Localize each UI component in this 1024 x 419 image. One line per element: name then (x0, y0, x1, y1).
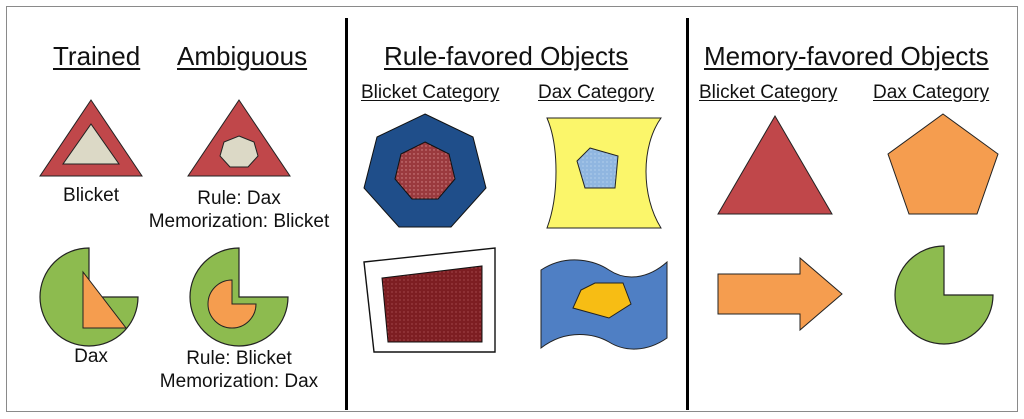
orange-pentagon-shape (887, 113, 999, 215)
divider-right (686, 18, 689, 410)
ambiguous-2-label: Rule: Blicket Memorization: Dax (130, 347, 348, 393)
ambiguous-2-line2: Memorization: Dax (159, 371, 319, 392)
red-triangle-shape (717, 115, 833, 215)
memory-favored-header: Memory-favored Objects (704, 41, 989, 71)
rule-blicket-category-header: Blicket Category (361, 82, 500, 103)
trained-header: Trained (53, 41, 141, 71)
divider-left (345, 18, 348, 410)
ambiguous-green-pacman-shape (189, 247, 289, 347)
ambiguous-1-line2: Memorization: Blicket (148, 211, 330, 232)
white-trapezoid-shape (363, 247, 496, 353)
figure-border (6, 6, 1018, 412)
memory-dax-category-header: Dax Category (873, 82, 990, 103)
ambiguous-1-line1: Rule: Dax (197, 188, 281, 209)
navy-heptagon-shape (363, 113, 487, 228)
ambiguous-2-line1: Rule: Blicket (186, 348, 292, 369)
orange-arrow-shape (717, 256, 843, 332)
ambiguous-header: Ambiguous (177, 41, 308, 71)
rule-dax-category-header: Dax Category (538, 82, 655, 103)
memory-blicket-category-header: Blicket Category (699, 82, 838, 103)
trained-dax-shape (39, 247, 139, 347)
ambiguous-1-label: Rule: Dax Memorization: Blicket (130, 187, 348, 233)
trained-blicket-shape (39, 99, 143, 177)
yellow-curved-shape (546, 117, 662, 229)
green-pacman-shape (894, 245, 994, 345)
dax-label: Dax (74, 346, 108, 367)
rule-favored-header: Rule-favored Objects (384, 41, 629, 71)
ambiguous-red-triangle-shape (187, 99, 291, 177)
blue-wavy-flag-shape (540, 259, 668, 350)
blicket-label: Blicket (63, 185, 119, 206)
